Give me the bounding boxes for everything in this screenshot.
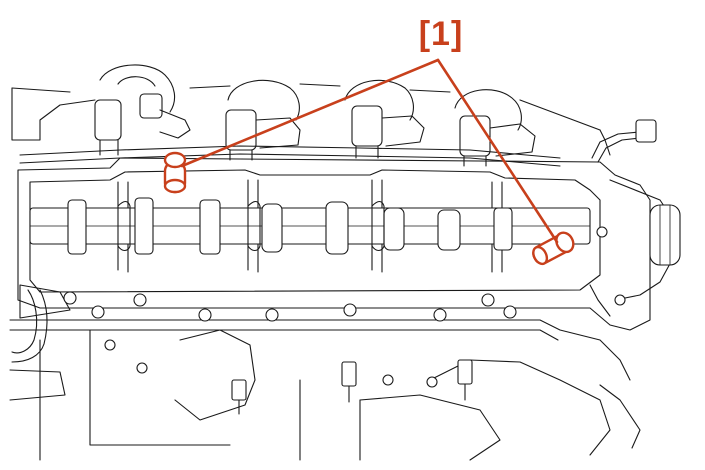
injector-1 xyxy=(94,64,191,156)
front-cover xyxy=(589,179,681,317)
highlighted-part-left xyxy=(163,151,187,194)
bolt-heads xyxy=(63,291,626,388)
callout-label-1: [1] xyxy=(418,15,464,53)
leader-lines xyxy=(180,58,559,244)
left-hose xyxy=(11,289,48,363)
leader-line-right xyxy=(436,58,559,244)
camshaft xyxy=(29,197,591,255)
upper-housing xyxy=(11,83,611,156)
return-pipe xyxy=(591,119,657,163)
injector-2 xyxy=(225,79,301,161)
injector-3 xyxy=(344,79,425,159)
fuel-rail xyxy=(19,145,561,167)
glow-plugs xyxy=(231,359,473,415)
leader-line-left xyxy=(180,58,440,168)
highlighted-part-right xyxy=(532,231,575,266)
